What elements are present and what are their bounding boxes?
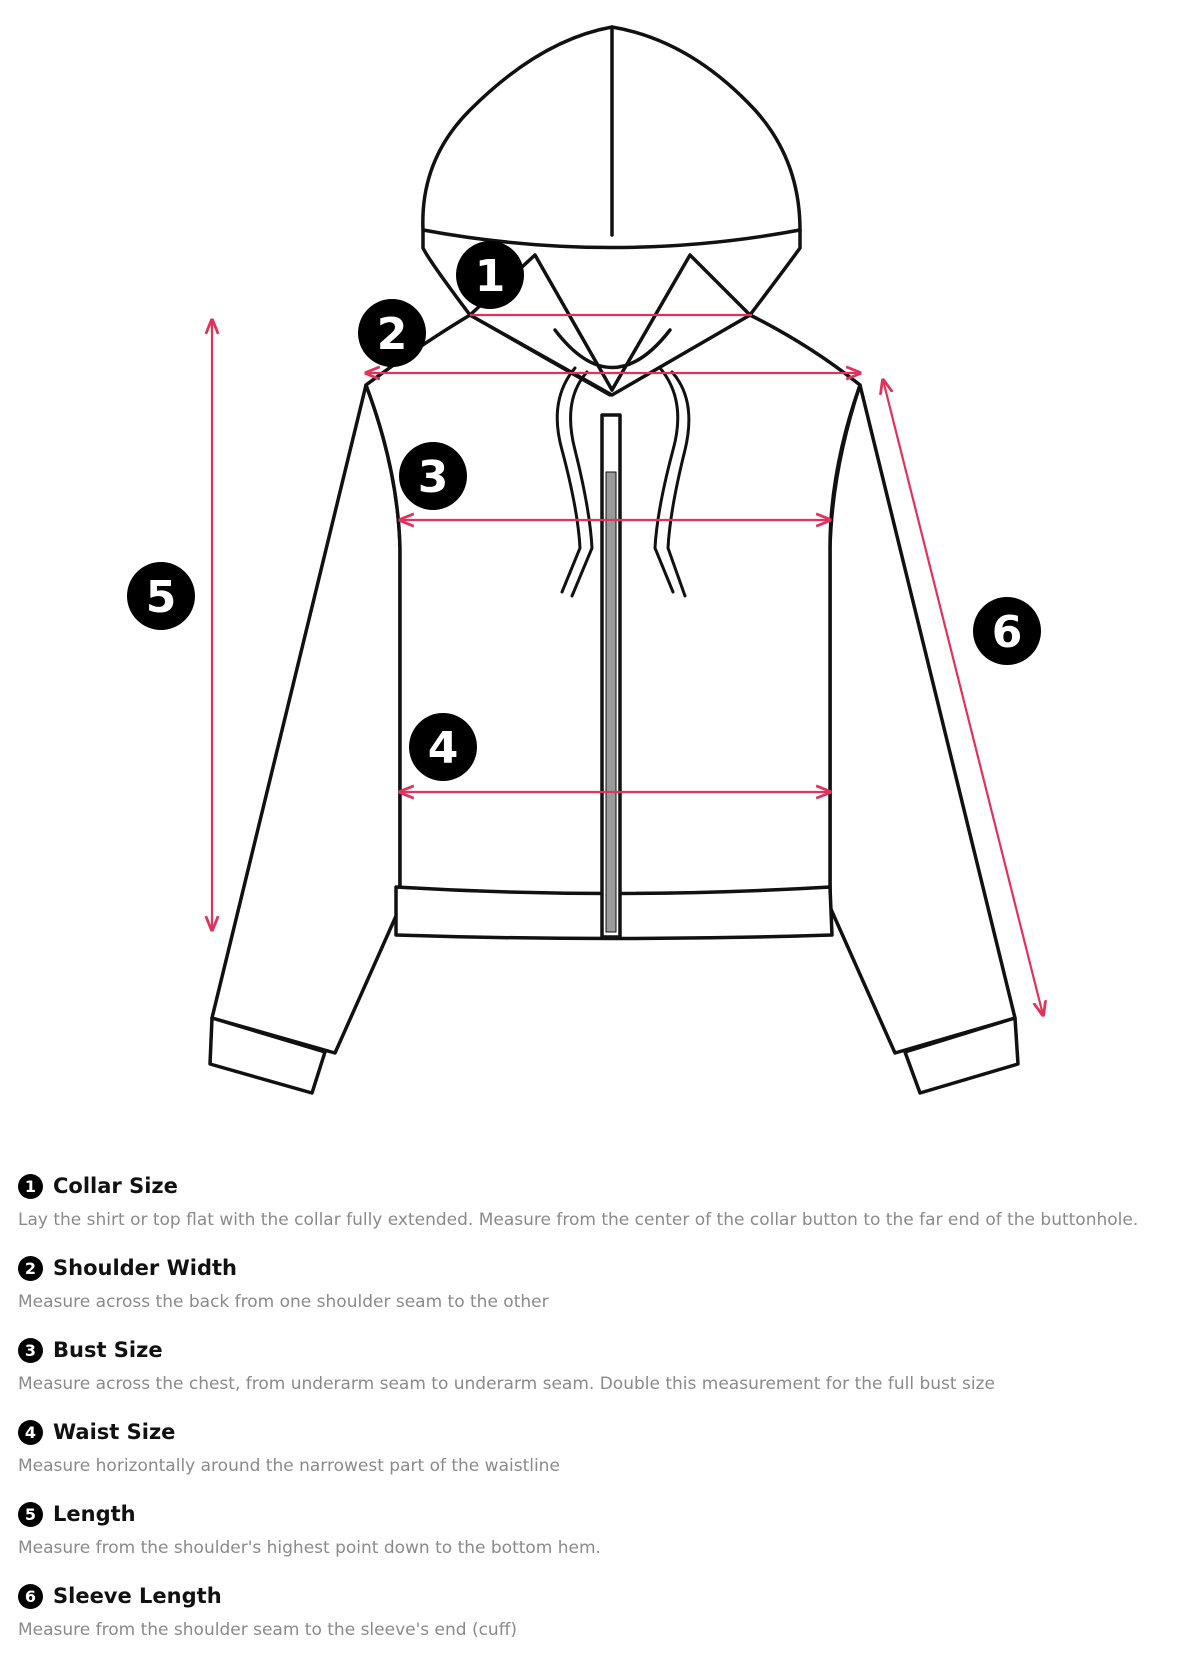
svg-text:5: 5	[146, 572, 177, 623]
marker-3: 3	[399, 442, 467, 510]
drawstring-right-inner	[666, 370, 691, 598]
marker-4: 4	[409, 713, 477, 781]
svg-text:6: 6	[992, 607, 1023, 658]
svg-text:4: 4	[428, 723, 459, 774]
legend-description: Lay the shirt or top flat with the colla…	[18, 1210, 1139, 1230]
number-badge: 1	[18, 1173, 43, 1199]
svg-text:2: 2	[377, 309, 408, 360]
number-badge: 3	[18, 1337, 43, 1363]
legend-title: Collar Size	[53, 1174, 178, 1198]
marker-1: 1	[456, 241, 524, 309]
svg-text:3: 3	[418, 452, 449, 503]
legend-title: Length	[53, 1502, 136, 1526]
svg-text:1: 1	[475, 251, 506, 302]
legend-item-length: 5 Length Measure from the shoulder's high…	[18, 1496, 1178, 1578]
marker-6: 6	[973, 597, 1041, 665]
legend-description: Measure from the shoulder seam to the sl…	[18, 1620, 518, 1640]
legend-title: Sleeve Length	[53, 1584, 222, 1608]
drawstring-left-inner	[569, 370, 594, 598]
number-badge: 5	[18, 1501, 43, 1527]
legend-item-shoulder: 2 Shoulder Width Measure across the back …	[18, 1250, 1178, 1332]
marker-5: 5	[127, 562, 195, 630]
marker-2: 2	[358, 299, 426, 367]
hood-lining-right	[610, 253, 752, 392]
right-cuff	[903, 1016, 1020, 1095]
number-badge: 4	[18, 1419, 43, 1445]
right-sleeve	[828, 383, 1017, 1055]
drawstring-left	[555, 366, 582, 594]
legend-description: Measure from the shoulder's highest poin…	[18, 1538, 601, 1558]
legend-item-sleeve: 6 Sleeve Length Measure from the shoulder…	[18, 1578, 1178, 1660]
number-badge: 2	[18, 1255, 43, 1281]
drawstring-right	[653, 366, 680, 594]
legend-title: Bust Size	[53, 1338, 163, 1362]
legend-title: Shoulder Width	[53, 1256, 237, 1280]
sleeve-line	[883, 380, 1043, 1015]
markers: 1 2 3 4 5 6	[127, 241, 1041, 781]
hoodie-outline	[208, 25, 1020, 1095]
legend-description: Measure horizontally around the narrowes…	[18, 1456, 560, 1476]
legend-title: Waist Size	[53, 1420, 176, 1444]
number-badge: 6	[18, 1583, 43, 1609]
legend-description: Measure across the back from one shoulde…	[18, 1292, 549, 1312]
zipper-teeth	[605, 471, 617, 933]
measurement-lines	[212, 313, 1043, 1015]
legend-item-bust: 3 Bust Size Measure across the chest, fro…	[18, 1332, 1178, 1414]
measurement-legend: 1 Collar Size Lay the shirt or top flat w…	[18, 1168, 1178, 1660]
legend-item-waist: 4 Waist Size Measure horizontally around …	[18, 1414, 1178, 1496]
legend-description: Measure across the chest, from underarm …	[18, 1374, 995, 1394]
hoodie-measurement-diagram: 1 2 3 4 5 6	[127, 25, 1200, 1095]
left-sleeve	[210, 383, 402, 1055]
left-cuff	[208, 1016, 327, 1095]
legend-item-collar: 1 Collar Size Lay the shirt or top flat w…	[18, 1168, 1178, 1250]
